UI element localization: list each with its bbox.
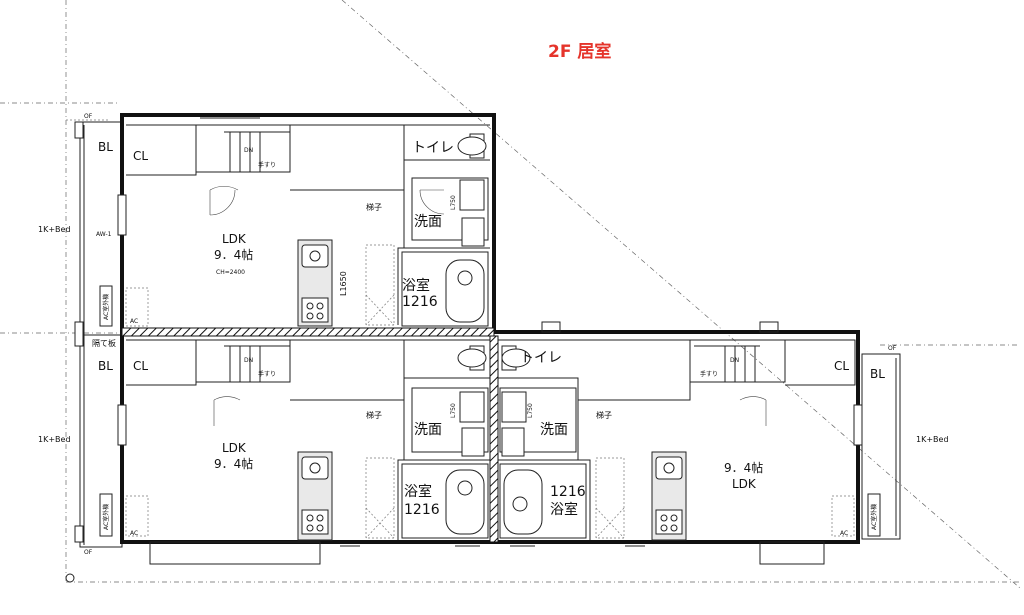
cl-label: CL bbox=[133, 149, 148, 163]
handrail-label-c: 手すり bbox=[700, 370, 718, 378]
bath-label: 浴室 bbox=[402, 277, 430, 294]
washroom-label-c: 洗面 bbox=[540, 422, 568, 438]
fridge-spaces bbox=[365, 244, 625, 539]
ldk-size-label-b: 9．4帖 bbox=[214, 456, 253, 471]
partition-label: 隔て板 bbox=[92, 338, 116, 348]
ldk-size-label: 9．4帖 bbox=[214, 247, 253, 262]
ladder-label-c: 梯子 bbox=[596, 410, 612, 420]
washroom-label: 洗面 bbox=[414, 214, 442, 230]
handrail-label-b: 手すり bbox=[258, 370, 276, 378]
of-label-right: OF bbox=[888, 345, 897, 352]
ac-label-c: AC bbox=[840, 530, 848, 537]
aw1-label: AW-1 bbox=[96, 231, 112, 238]
bathtubs bbox=[401, 251, 587, 539]
windows bbox=[117, 117, 863, 565]
bath-label-b: 浴室 bbox=[404, 483, 432, 500]
unit-c-labels: トイレ 洗面 L750 1216 浴室 梯子 DN 手すり CL BL 9．4帖… bbox=[520, 345, 949, 537]
ac-outdoor-label-a: AC室外機 bbox=[102, 294, 110, 320]
ac-outdoor-label-c: AC室外機 bbox=[870, 504, 878, 530]
of-label-bottom: OF bbox=[84, 549, 93, 556]
washbasins bbox=[459, 179, 527, 457]
cl-label-c: CL bbox=[834, 359, 849, 373]
toilet-label: トイレ bbox=[412, 140, 454, 156]
bath-size-label-b: 1216 bbox=[404, 502, 440, 518]
bl-label-c: BL bbox=[870, 367, 885, 381]
ac-label-a: AC bbox=[130, 318, 138, 325]
ldk-label-b: LDK bbox=[222, 441, 247, 455]
l750-label-c: L750 bbox=[527, 403, 534, 418]
balcony-left bbox=[74, 121, 123, 548]
toilets bbox=[457, 133, 531, 371]
bed-label-top: 1K+Bed bbox=[38, 225, 71, 234]
washroom-label-b: 洗面 bbox=[414, 422, 442, 438]
ldk-label: LDK bbox=[222, 232, 247, 246]
toilet-label-c: トイレ bbox=[520, 350, 562, 366]
ceiling-height-label: CH=2400 bbox=[216, 269, 245, 276]
ac-units bbox=[99, 285, 881, 537]
unit-c-walls bbox=[498, 339, 856, 540]
page-title: 2F 居室 bbox=[548, 41, 611, 62]
kitchens bbox=[297, 239, 687, 541]
bl-label: BL bbox=[98, 140, 113, 154]
bath-size-label: 1216 bbox=[402, 294, 438, 310]
exterior-walls bbox=[120, 113, 860, 544]
ac-label-b: AC bbox=[130, 530, 138, 537]
bed-label-left: 1K+Bed bbox=[38, 435, 71, 444]
site-boundary bbox=[0, 0, 1021, 589]
unit-b-labels: 隔て板 BL CL DN 手すり 梯子 洗面 L750 浴室 1216 LDK … bbox=[38, 338, 457, 556]
handrail-label: 手すり bbox=[258, 161, 276, 169]
ladder-label: 梯子 bbox=[366, 202, 382, 212]
ldk-label-c: LDK bbox=[732, 477, 757, 491]
bed-label-right: 1K+Bed bbox=[916, 435, 949, 444]
bl-label-b: BL bbox=[98, 359, 113, 373]
dn-label-b: DN bbox=[244, 357, 253, 364]
l750-label-b: L750 bbox=[450, 403, 457, 418]
unit-a-walls bbox=[126, 124, 490, 325]
unit-a-labels: BL CL DN 手すり 梯子 トイレ 洗面 L750 浴室 1216 LDK … bbox=[38, 113, 457, 325]
bath-label-c: 浴室 bbox=[550, 501, 578, 518]
dn-label-c: DN bbox=[730, 357, 739, 364]
dn-label: DN bbox=[244, 147, 253, 154]
l750-label: L750 bbox=[450, 195, 457, 210]
ladder-label-b: 梯子 bbox=[366, 410, 382, 420]
l1650-label: L1650 bbox=[339, 271, 348, 296]
of-label-top: OF bbox=[84, 113, 93, 120]
bath-size-label-c: 1216 bbox=[550, 484, 586, 500]
ac-outdoor-label-b: AC室外機 bbox=[102, 504, 110, 530]
ldk-size-label-c: 9．4帖 bbox=[724, 460, 763, 475]
unit-b-walls bbox=[126, 339, 490, 540]
balcony-right bbox=[861, 353, 901, 540]
cl-label-b: CL bbox=[133, 359, 148, 373]
